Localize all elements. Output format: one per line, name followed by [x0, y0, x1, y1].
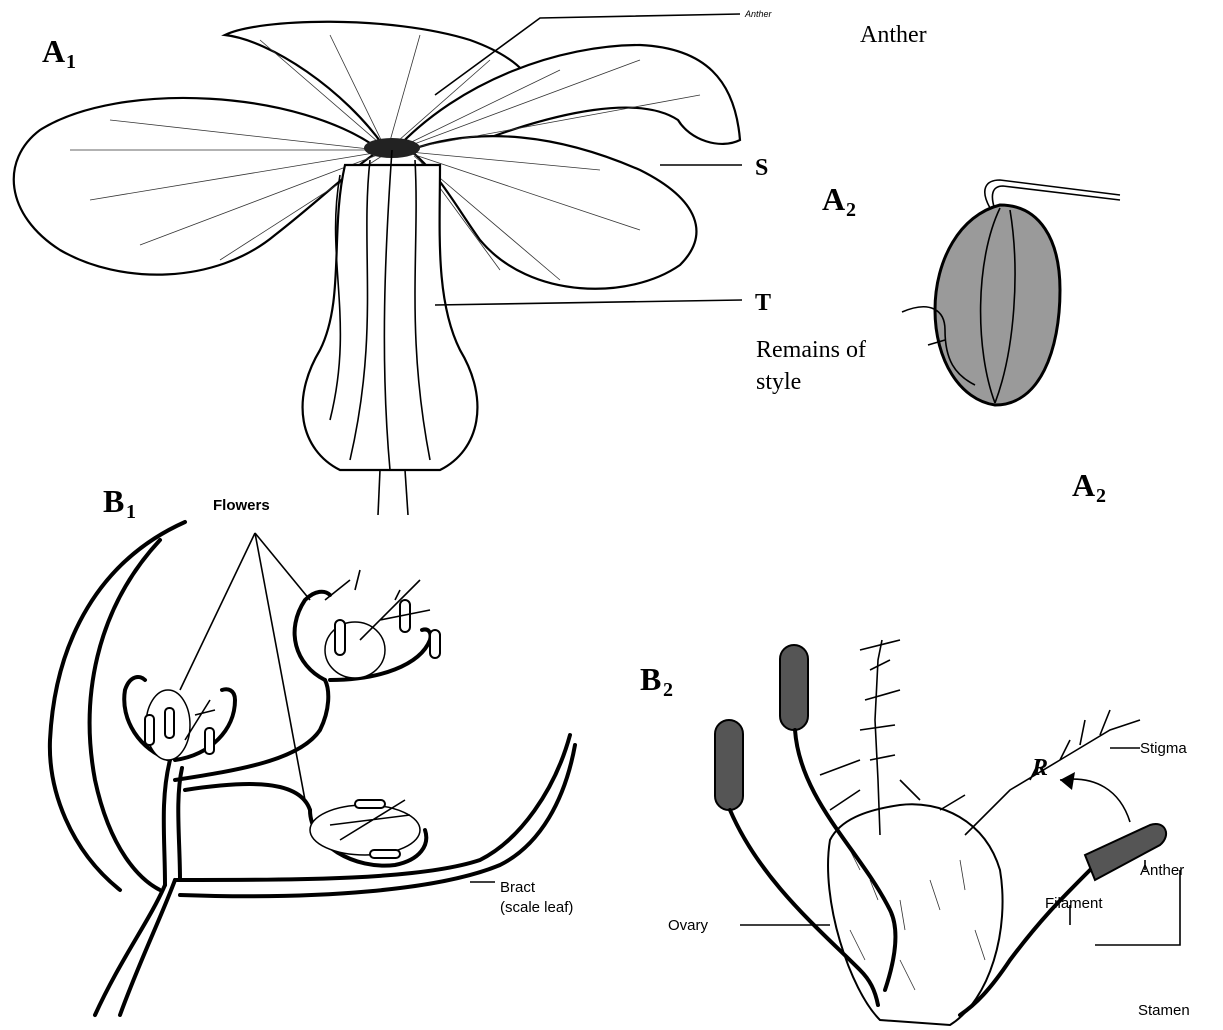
panel-label-b1: B — [103, 483, 124, 519]
panel-label-a2-bottom: A — [1072, 467, 1095, 503]
label-anther-top: Anther — [860, 22, 927, 48]
fruit-a2-drawing — [902, 180, 1120, 405]
panel-label-a2-bottom-sub: 2 — [1096, 485, 1106, 507]
flower-a1-drawing — [14, 14, 742, 515]
panel-label-a2-top-sub: 2 — [846, 199, 856, 221]
label-scale-leaf: (scale leaf) — [500, 899, 573, 916]
inflorescence-b1-drawing — [50, 522, 575, 1015]
panel-label-b1-sub: 1 — [126, 501, 136, 523]
label-flowers: Flowers — [213, 497, 270, 514]
panel-label-a1: A — [42, 33, 65, 69]
label-filament: Filament — [1045, 895, 1103, 912]
label-s: S — [755, 155, 768, 181]
label-r: R — [1031, 755, 1048, 781]
label-remains-of: Remains of — [756, 337, 866, 363]
panel-label-b2-sub: 2 — [663, 679, 673, 701]
label-style: style — [756, 369, 801, 395]
label-stamen: Stamen — [1138, 1002, 1190, 1019]
label-stigma: Stigma — [1140, 740, 1187, 757]
label-anther-b2: Anther — [1140, 862, 1184, 879]
label-anther-small: Anther — [744, 9, 773, 19]
label-ovary: Ovary — [668, 917, 709, 934]
label-t: T — [755, 290, 771, 316]
panel-label-b2: B — [640, 661, 661, 697]
label-bract: Bract — [500, 879, 536, 896]
panel-label-a2-top: A — [822, 181, 845, 217]
panel-label-a1-sub: 1 — [66, 51, 76, 73]
flower-b2-drawing — [715, 640, 1180, 1025]
